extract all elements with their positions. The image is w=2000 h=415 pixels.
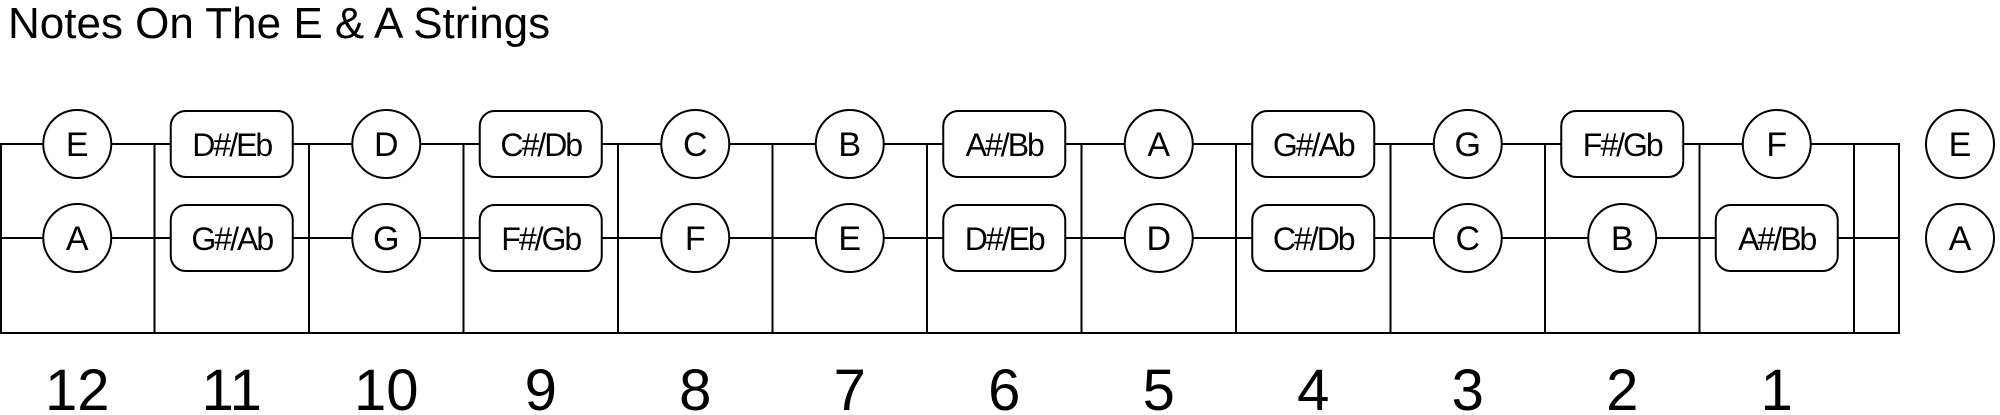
note-circle — [660, 203, 731, 273]
note-box — [942, 110, 1067, 178]
note-box — [478, 204, 603, 272]
note-label: G — [373, 220, 399, 258]
note-marker: E — [1925, 109, 1995, 179]
note-marker: A#/Bb — [942, 110, 1067, 178]
open-note-circle — [1925, 109, 1995, 179]
note-label: E — [66, 126, 89, 164]
note-marker: F#/Gb — [1560, 110, 1685, 178]
fret-number-label: 6 — [988, 358, 1020, 415]
note-marker: A — [1123, 109, 1194, 179]
fret-number-label: 2 — [1606, 358, 1638, 415]
note-marker: B — [1587, 203, 1658, 273]
note-label: B — [838, 126, 861, 164]
fret-number-label: 7 — [834, 358, 866, 415]
note-marker: C#/Db — [478, 110, 603, 178]
note-label: F#/Gb — [1583, 127, 1663, 163]
note-circle — [1123, 109, 1194, 179]
note-box — [478, 110, 603, 178]
note-marker: C — [660, 109, 731, 179]
note-label: F — [1766, 126, 1787, 164]
note-marker: F — [660, 203, 731, 273]
note-label: A#/Bb — [1738, 221, 1816, 257]
fret-number-label: 9 — [525, 358, 557, 415]
fret-number-label: 5 — [1143, 358, 1175, 415]
note-marker: E — [814, 203, 885, 273]
note-label: G — [1455, 126, 1481, 164]
fret-number-label: 8 — [679, 358, 711, 415]
note-box — [942, 204, 1067, 272]
note-label: A — [1147, 126, 1170, 164]
note-label: G#/Ab — [1273, 127, 1355, 163]
note-marker: A — [42, 203, 113, 273]
note-label: D — [1146, 220, 1171, 258]
fret-number-label: 12 — [45, 358, 110, 415]
note-label: A#/Bb — [966, 127, 1044, 163]
fret-number-label: 11 — [202, 358, 262, 415]
note-label: E — [838, 220, 861, 258]
note-marker: G#/Ab — [1251, 110, 1376, 178]
note-label: D — [374, 126, 399, 164]
fret-number-label: 10 — [354, 358, 419, 415]
note-marker: F#/Gb — [478, 204, 603, 272]
note-label: F#/Gb — [501, 221, 581, 257]
note-marker: C#/Db — [1251, 204, 1376, 272]
fret-number-label: 1 — [1761, 358, 1793, 415]
note-marker: G — [351, 203, 422, 273]
note-marker: D — [351, 109, 422, 179]
note-circle — [42, 109, 113, 179]
note-box — [169, 204, 294, 272]
note-circle — [1123, 203, 1194, 273]
note-box — [169, 110, 294, 178]
note-circle — [1587, 203, 1658, 273]
note-marker: A#/Bb — [1714, 204, 1839, 272]
note-label: G#/Ab — [191, 221, 273, 257]
fret-number-label: 3 — [1452, 358, 1484, 415]
note-box — [1251, 204, 1376, 272]
note-circle — [351, 109, 422, 179]
note-label: A — [66, 220, 89, 258]
note-label: C — [683, 126, 708, 164]
note-circle — [814, 109, 885, 179]
note-label: F — [685, 220, 706, 258]
note-circle — [1432, 109, 1503, 179]
note-box — [1560, 110, 1685, 178]
fret-number-label: 4 — [1297, 358, 1329, 415]
note-marker: D#/Eb — [942, 204, 1067, 272]
note-box — [1251, 110, 1376, 178]
note-marker: C — [1432, 203, 1503, 273]
note-circle — [814, 203, 885, 273]
diagram-title: Notes On The E & A Strings — [8, 0, 551, 48]
note-marker: D — [1123, 203, 1194, 273]
note-marker: F — [1741, 109, 1812, 179]
note-label: D#/Eb — [192, 127, 272, 163]
note-marker: B — [814, 109, 885, 179]
note-circle — [1432, 203, 1503, 273]
note-label: D#/Eb — [965, 221, 1045, 257]
fret-number-labels: 12 11 10 9 8 7 6 5 4 3 2 1 — [45, 358, 1793, 415]
note-marker: D#/Eb — [169, 110, 294, 178]
note-label: C#/Db — [500, 127, 582, 163]
note-label: B — [1611, 220, 1634, 258]
note-label: C — [1455, 220, 1480, 258]
note-circle — [42, 203, 113, 273]
note-marker: A — [1925, 203, 1995, 273]
note-label: C#/Db — [1273, 221, 1355, 257]
note-marker: G — [1432, 109, 1503, 179]
open-note-label: A — [1949, 220, 1972, 258]
note-circle — [351, 203, 422, 273]
note-marker: E — [42, 109, 113, 179]
open-note-circle — [1925, 203, 1995, 273]
note-circle — [1741, 109, 1812, 179]
note-box — [1714, 204, 1839, 272]
note-marker: G#/Ab — [169, 204, 294, 272]
note-circle — [660, 109, 731, 179]
open-note-label: E — [1949, 126, 1972, 164]
